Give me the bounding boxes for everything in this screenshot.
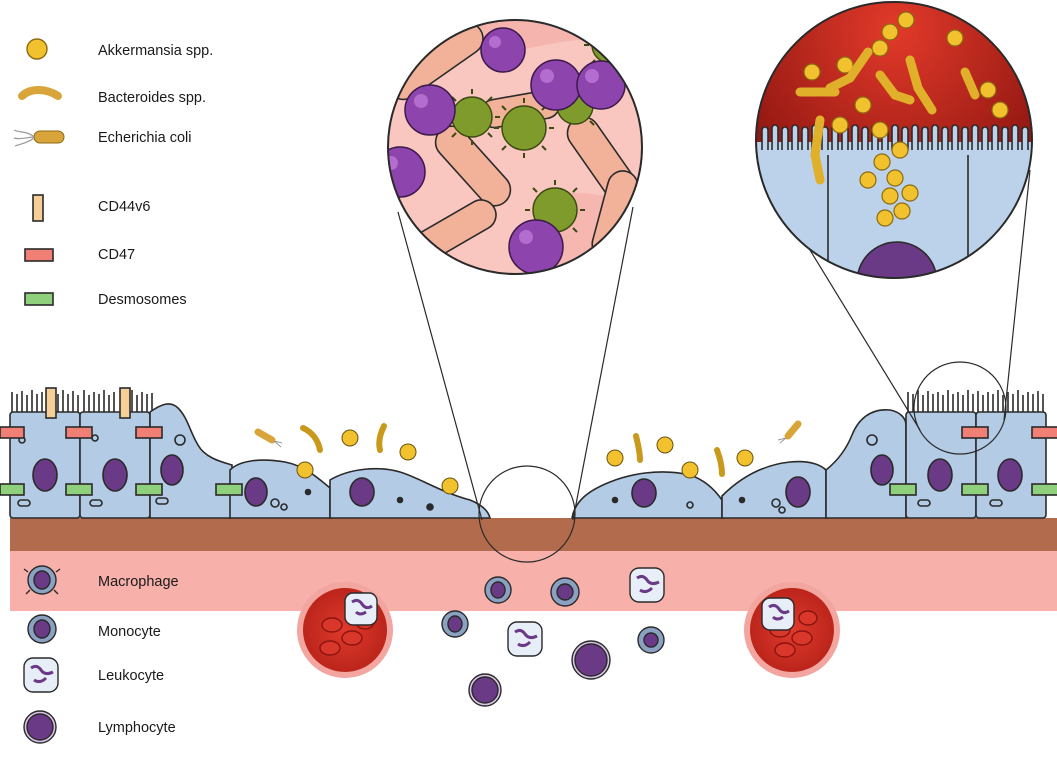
cd47-marker xyxy=(0,426,25,439)
blood-vessel xyxy=(744,582,840,678)
basement-membrane xyxy=(10,518,1057,551)
legend-top: Akkermansia spp. Bacteroides spp. Echeri… xyxy=(13,38,213,308)
cd47-marker xyxy=(1031,426,1057,439)
desmosome-marker xyxy=(135,483,163,496)
zoom-target-right xyxy=(913,361,1007,455)
epithelium-right xyxy=(571,390,1047,519)
magnifier-right xyxy=(755,1,1033,279)
legend-label: CD44v6 xyxy=(98,199,150,215)
desmosome-icon xyxy=(24,292,54,306)
cd47-marker xyxy=(65,426,93,439)
ecoli-icon xyxy=(13,129,65,147)
desmosome-marker xyxy=(889,483,917,496)
cd44v6-icon xyxy=(32,194,44,222)
leukocyte-icon xyxy=(23,657,59,693)
legend-bottom xyxy=(23,565,61,744)
lymphocyte-icon xyxy=(23,710,57,744)
bacteroides-icon xyxy=(18,86,62,100)
desmosome-marker xyxy=(215,483,243,496)
legend-label: Leukocyte xyxy=(98,668,164,684)
cd47-icon xyxy=(24,248,54,262)
desmosome-marker xyxy=(961,483,989,496)
legend-label: Echerichia coli xyxy=(98,130,192,146)
legend-label: Lymphocyte xyxy=(98,720,176,736)
legend-label: Macrophage xyxy=(98,574,179,590)
cd44v6-marker xyxy=(45,387,57,419)
cd47-marker xyxy=(135,426,163,439)
legend-label: CD47 xyxy=(98,247,135,263)
desmosome-marker xyxy=(1031,483,1057,496)
legend-label: Bacteroides spp. xyxy=(98,90,206,106)
macrophage-icon xyxy=(23,565,61,595)
legend-label: Akkermansia spp. xyxy=(98,43,213,59)
akkermansia-icon xyxy=(26,38,48,60)
immune-cells xyxy=(297,567,840,707)
cd44v6-marker xyxy=(119,387,131,419)
cd47-marker xyxy=(961,426,989,439)
zoom-target-left xyxy=(478,465,576,563)
epithelium-left xyxy=(9,390,492,519)
desmosome-marker xyxy=(65,483,93,496)
magnifier-left xyxy=(387,19,643,275)
monocyte-icon xyxy=(27,614,57,644)
legend-label: Monocyte xyxy=(98,624,161,640)
lumen-bacteria xyxy=(254,420,802,495)
desmosome-marker xyxy=(0,483,25,496)
legend-label: Desmosomes xyxy=(98,292,187,308)
